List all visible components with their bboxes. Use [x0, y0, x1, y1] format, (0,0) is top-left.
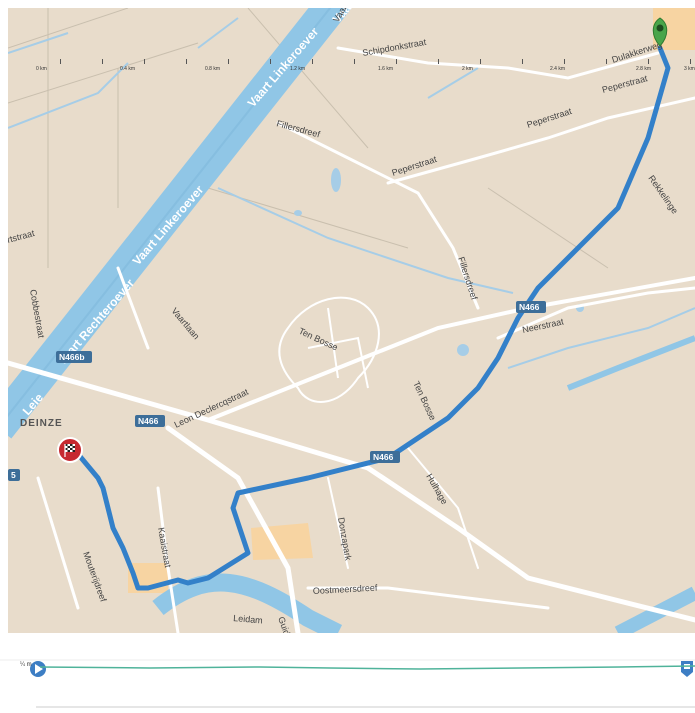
- elevation-y-label: ¼ m: [20, 662, 32, 668]
- elevation-line: [39, 665, 695, 670]
- street-label: Hulhage: [424, 472, 449, 506]
- residential-streets: [278, 296, 380, 403]
- x-tick: [186, 59, 187, 64]
- x-tick: [606, 59, 607, 64]
- canal-label: Vaart Linkeroever: [245, 25, 322, 110]
- road-shield: 5: [8, 469, 20, 481]
- x-tick: [438, 59, 439, 64]
- x-tick-label: 1.2 km: [290, 66, 306, 72]
- street-label: Donzapark: [336, 517, 353, 562]
- x-tick: [690, 59, 691, 64]
- street-label: Peperstraat: [526, 106, 574, 130]
- x-tick-label: 1.6 km: [378, 66, 394, 72]
- road-shield-label: N466: [519, 302, 540, 312]
- play-icon: [35, 664, 43, 674]
- ponds: [294, 168, 584, 356]
- street-label: rtstraat: [8, 228, 36, 245]
- x-tick-label: 0 km: [36, 66, 47, 72]
- street-label: Rekkelinge: [646, 173, 680, 215]
- finish-marker[interactable]: [57, 437, 83, 463]
- x-tick-label: 2.4 km: [550, 66, 566, 72]
- street-label: Leidam: [233, 613, 263, 626]
- elevation-panel: [0, 640, 695, 713]
- road-shield-label: N466: [138, 416, 159, 426]
- start-position-button[interactable]: [28, 658, 48, 680]
- x-tick-label: 0.8 km: [205, 66, 221, 72]
- x-tick: [60, 59, 61, 64]
- road-shield: N466b: [56, 351, 92, 363]
- elevation-chart[interactable]: [0, 640, 695, 713]
- x-tick: [270, 59, 271, 64]
- x-tick: [564, 59, 565, 64]
- route-line: [70, 45, 671, 591]
- x-tick: [396, 59, 397, 64]
- road-shield: N466: [370, 451, 400, 463]
- road-shield: N466: [135, 415, 165, 427]
- street-label: Vaartlaan: [169, 306, 201, 341]
- x-tick: [144, 59, 145, 64]
- checkered-flag-icon: [64, 444, 75, 457]
- x-tick: [480, 59, 481, 64]
- street-label: Peperstraat: [601, 73, 649, 95]
- street-label: Schipdonkstraat: [362, 37, 428, 58]
- river: [152, 573, 343, 633]
- street-label: Oostmeersdreef: [313, 583, 378, 596]
- start-marker[interactable]: [652, 17, 668, 47]
- x-tick: [522, 59, 523, 64]
- road-shield-label: 5: [11, 470, 16, 480]
- street-label: Fillersdreef: [456, 256, 479, 302]
- x-tick: [102, 59, 103, 64]
- road-shield-label: N466b: [59, 352, 85, 362]
- street-label: Dulakkerweg: [611, 39, 664, 65]
- street-label: Guido: [276, 615, 294, 633]
- x-tick: [648, 59, 649, 64]
- x-tick-label: 3 km: [684, 66, 695, 72]
- street-label: Fillersdreef: [275, 118, 321, 139]
- street-label: Mouterijdreef: [81, 550, 109, 603]
- x-tick: [354, 59, 355, 64]
- x-tick-label: 2.8 km: [636, 66, 652, 72]
- road-shield-label: N466: [373, 452, 394, 462]
- street-label: Ten Bosse: [411, 380, 438, 422]
- ditches: [8, 17, 695, 369]
- x-tick-label: 2 km: [462, 66, 473, 72]
- x-tick: [228, 59, 229, 64]
- x-tick-label: 0.4 km: [120, 66, 136, 72]
- street-label: Cobbestraat: [28, 289, 46, 340]
- road-shield: N466: [516, 301, 546, 313]
- x-tick: [312, 59, 313, 64]
- town-label: DEINZE: [20, 418, 63, 429]
- street-label: Kaaistraat: [156, 527, 173, 569]
